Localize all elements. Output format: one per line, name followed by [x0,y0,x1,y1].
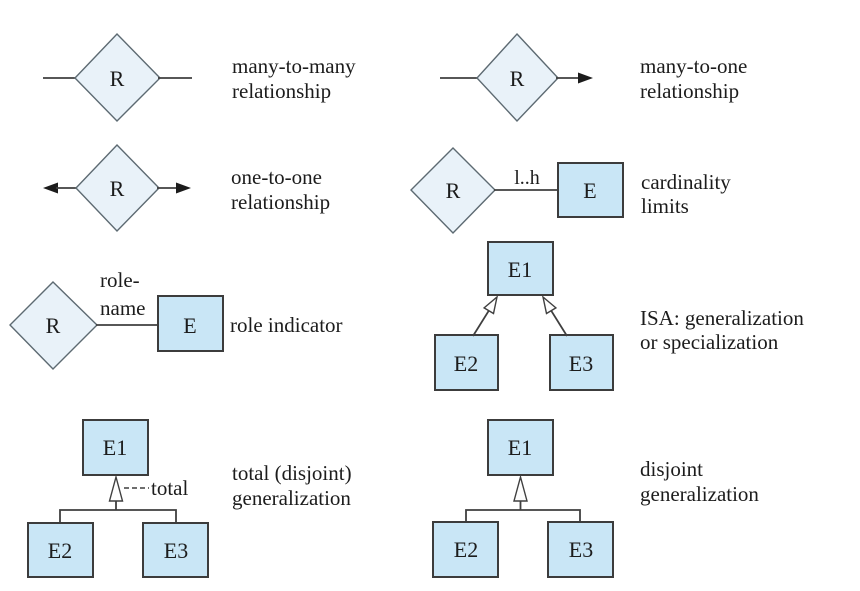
relationship-symbol: R [46,313,61,338]
right-arrowhead-icon [578,72,593,84]
figure-caption-line1: one-to-one [231,165,322,189]
figure-caption-line1: ISA: generalization [640,306,804,330]
relationship-symbol: R [110,176,125,201]
children-connector-line [59,509,177,523]
disjoint-generalization-figure: E1 E2 E3 disjoint generalization [432,419,759,578]
many-to-one-figure: R many-to-one relationship [440,32,747,123]
isa-figure: E1 E2 E3 ISA: generalization or speciali… [434,241,804,391]
relationship-symbol: R [446,178,461,203]
relationship-diamond [9,281,98,370]
right-child-entity-symbol: E3 [569,351,593,376]
cardinality-edge-label: l..h [514,167,540,189]
relationship-diamond [476,32,559,123]
figure-caption-line1: cardinality [641,170,731,194]
many-to-many-figure: R many-to-many relationship [43,32,356,122]
one-to-one-figure: R one-to-one relationship [43,143,330,233]
left-child-entity-symbol: E2 [48,538,72,563]
relationship-symbol: R [510,66,525,91]
right-isa-line [550,310,568,337]
role-name-label-line1: role- [100,268,140,292]
figure-caption-line2: relationship [231,190,330,214]
left-arrowhead-icon [43,182,58,194]
parent-entity-symbol: E1 [508,257,532,282]
relationship-diamond [75,143,160,233]
hollow-arrowhead-icon [108,474,124,502]
figure-caption-line2: or specialization [640,330,779,354]
left-child-entity-box [432,521,499,578]
right-isa-hollow-arrowhead-icon [541,295,558,315]
parent-entity-symbol: E1 [508,435,532,460]
figure-caption-line2: generalization [640,482,759,506]
right-child-entity-box [142,522,209,578]
children-connector-line [465,509,581,522]
total-generalization-figure: total E1 E2 E3 total (disjoint) generali… [27,419,352,578]
right-child-entity-symbol: E3 [569,537,593,562]
figure-caption-line1: many-to-many [232,54,356,78]
total-annotation: total [151,476,188,500]
figure-caption-line1: total (disjoint) [232,461,352,485]
entity-box [557,162,624,218]
left-isa-line [472,310,490,337]
figure-caption-line2: limits [641,194,689,218]
relationship-symbol: R [110,66,125,91]
right-child-entity-box [549,334,614,391]
figure-caption-line1: many-to-one [640,54,747,78]
parent-entity-box [82,419,149,476]
right-arrowhead-icon [176,182,191,194]
figure-caption-line1: disjoint [640,457,703,481]
figure-caption-line2: relationship [640,79,739,103]
hollow-arrowhead-icon [513,474,528,502]
left-child-entity-symbol: E2 [454,351,478,376]
parent-entity-box [487,241,554,296]
relationship-diamond [410,147,496,235]
role-indicator-figure: role- name R E role indicator [9,268,343,370]
entity-symbol: E [183,313,196,338]
right-child-entity-symbol: E3 [164,538,188,563]
entity-symbol: E [583,178,596,203]
left-child-entity-box [27,522,94,578]
left-child-entity-box [434,334,499,391]
right-child-entity-box [547,521,614,578]
relationship-diamond [74,32,161,122]
left-child-entity-symbol: E2 [454,537,478,562]
figure-caption-line2: generalization [232,486,351,510]
parent-entity-symbol: E1 [103,435,127,460]
cardinality-limits-figure: l..h R E cardinality limits [410,147,731,235]
entity-box [157,295,224,352]
figure-caption-line2: relationship [232,79,331,103]
role-name-label-line2: name [100,296,145,320]
figure-caption-line1: role indicator [230,313,343,337]
left-isa-hollow-arrowhead-icon [482,295,499,315]
